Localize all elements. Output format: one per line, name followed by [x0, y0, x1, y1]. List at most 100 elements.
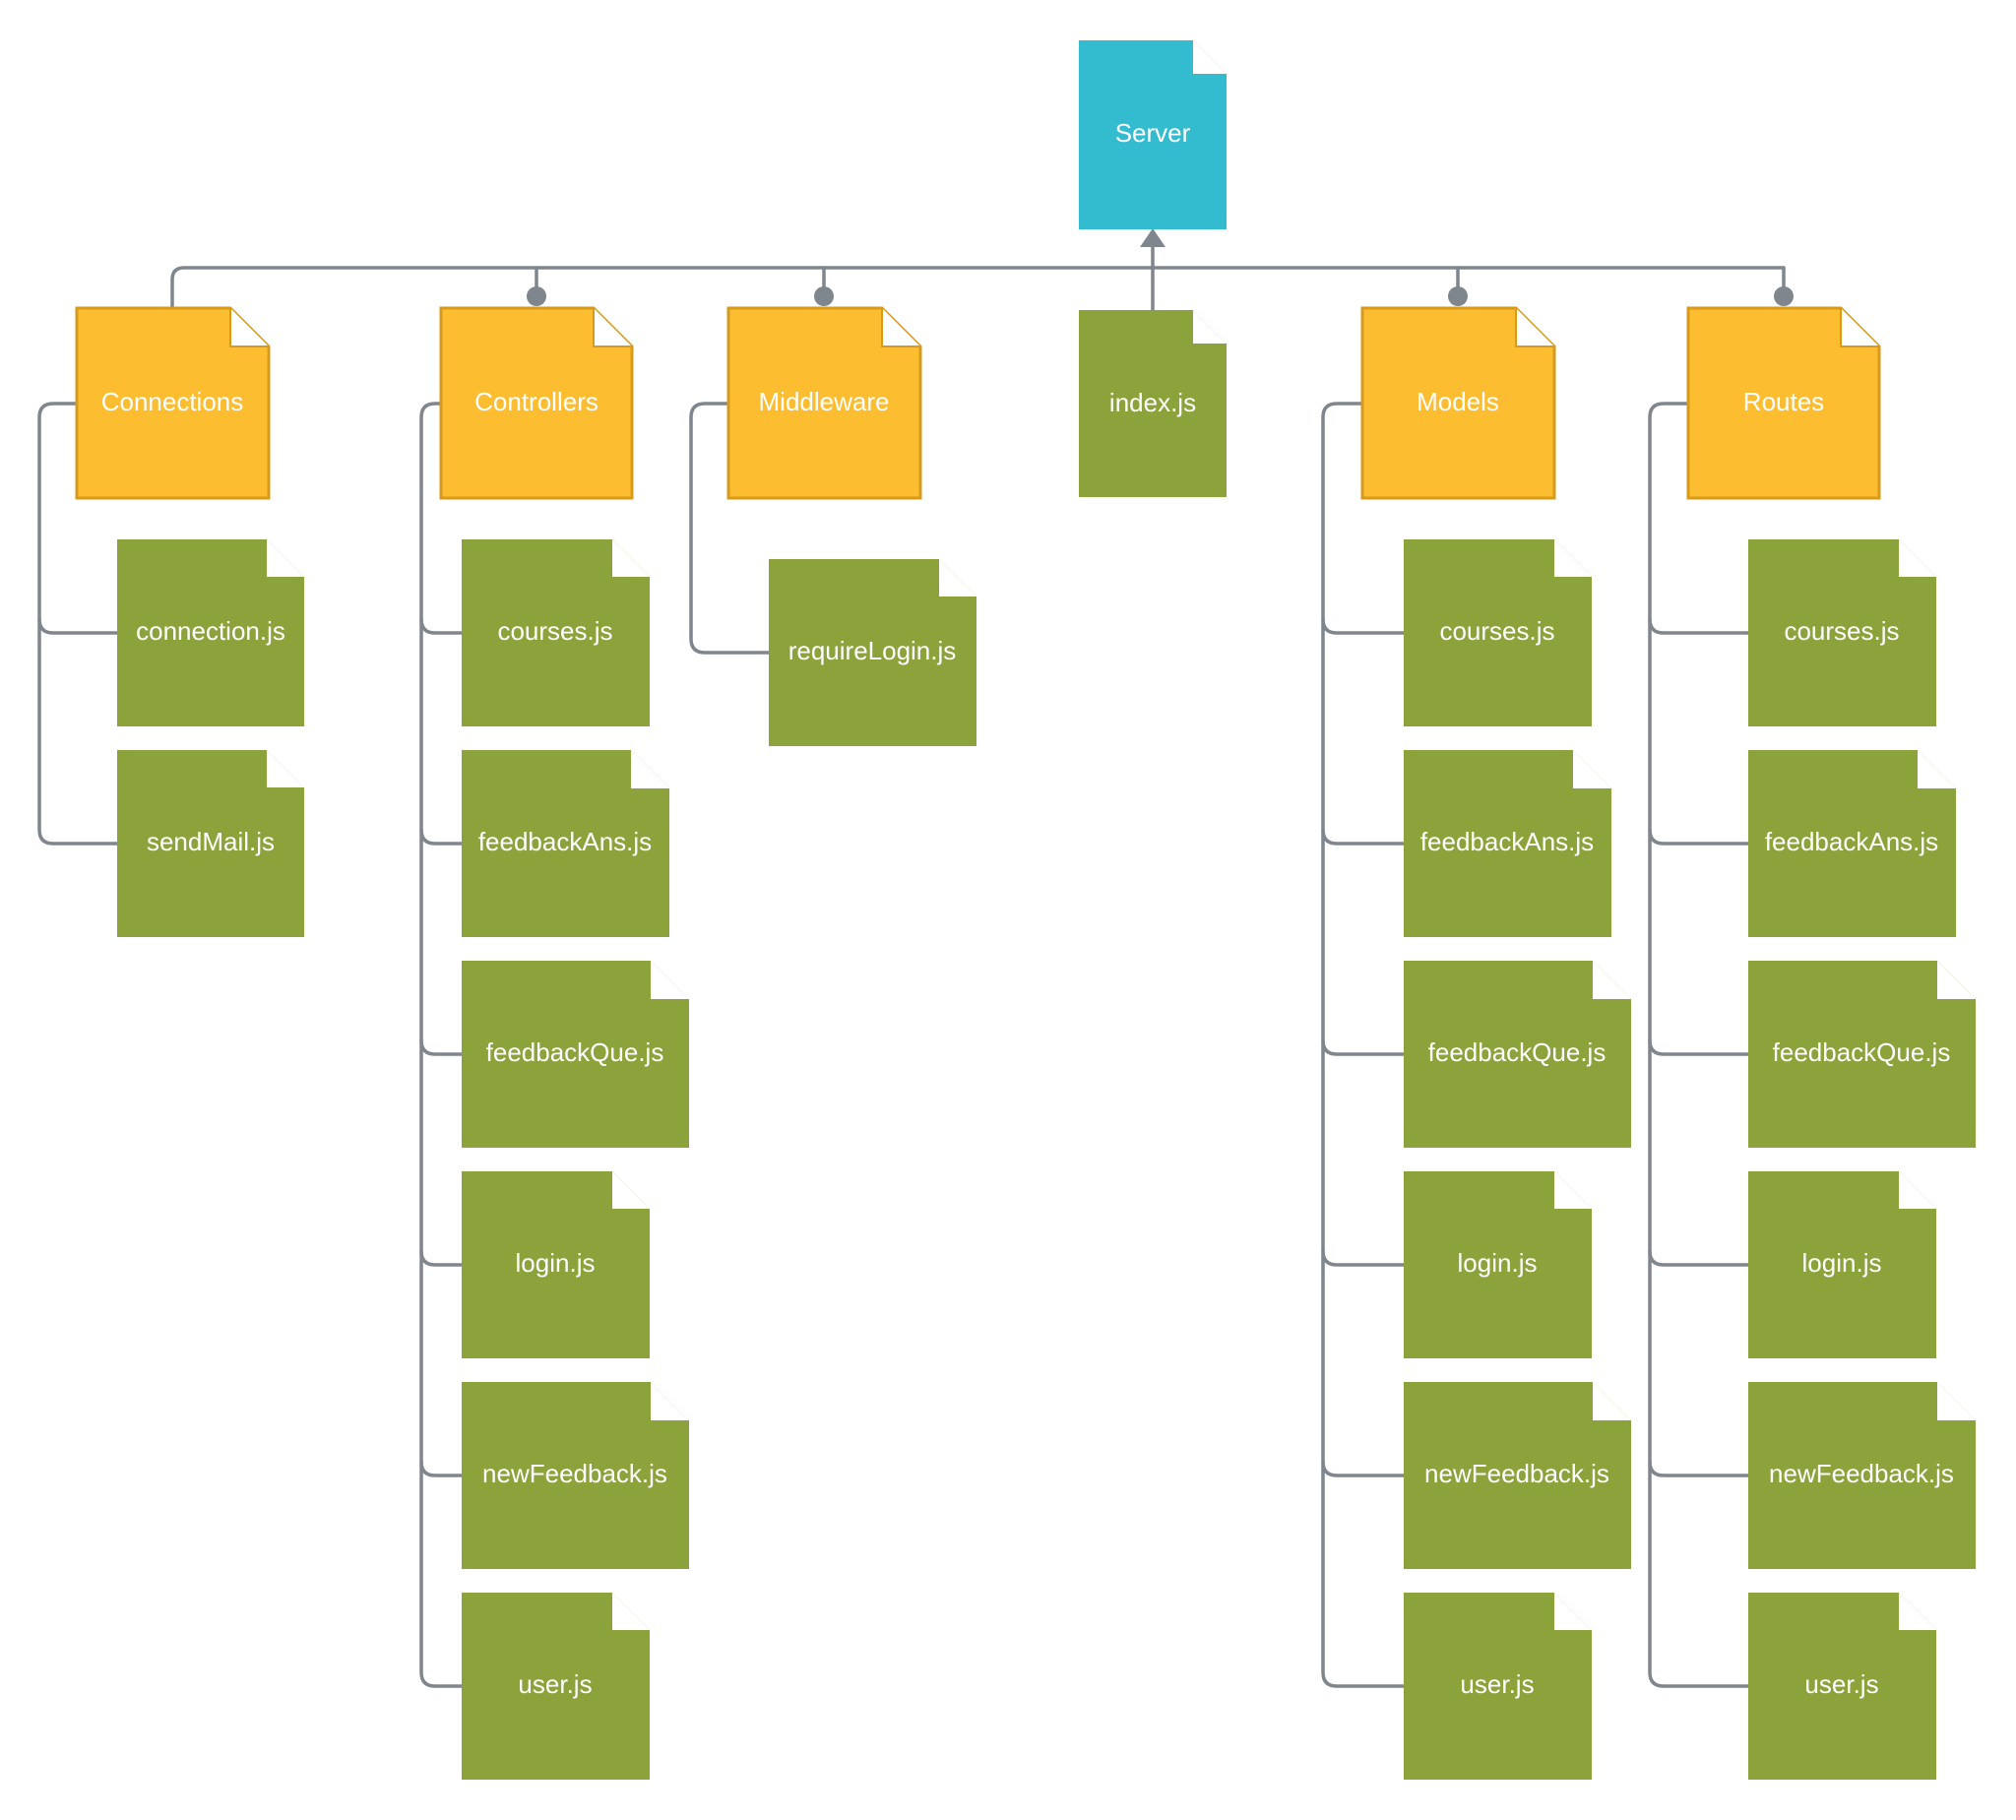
document-dogear-icon	[462, 539, 650, 726]
folder-column-controllers: Controllers courses.js feedbackAns.js fe…	[439, 306, 689, 1780]
connector-line	[1321, 1249, 1406, 1267]
file-label: newFeedback.js	[1769, 1459, 1954, 1488]
connector-line	[1648, 1038, 1750, 1056]
document-dogear-icon	[1404, 750, 1611, 937]
folder-node[interactable]: Models	[1360, 306, 1556, 500]
folder-column-middleware: Middleware requireLogin.js	[726, 306, 976, 746]
root-node-server[interactable]: Server	[1079, 40, 1227, 229]
document-dogear-icon	[1404, 539, 1592, 726]
file-label: feedbackQue.js	[1428, 1037, 1606, 1067]
file-label: feedbackAns.js	[1420, 827, 1594, 856]
file-node[interactable]: user.js	[1748, 1593, 1936, 1780]
document-dogear-icon	[462, 750, 669, 937]
document-dogear-icon	[462, 961, 689, 1148]
connector-dot	[1448, 286, 1468, 306]
file-node[interactable]: requireLogin.js	[769, 559, 976, 746]
file-node[interactable]: feedbackQue.js	[462, 961, 689, 1148]
document-dogear-icon	[1748, 539, 1936, 726]
folder-label: Connections	[101, 387, 244, 416]
file-label: courses.js	[1784, 616, 1899, 646]
connector-line	[1648, 617, 1750, 635]
file-node[interactable]: feedbackQue.js	[1404, 961, 1631, 1148]
file-node[interactable]: newFeedback.js	[1748, 1382, 1976, 1569]
file-node[interactable]: courses.js	[462, 539, 650, 726]
file-node[interactable]: sendMail.js	[117, 750, 304, 937]
connector-line	[1321, 828, 1406, 846]
folder-node[interactable]: Routes	[1686, 306, 1881, 500]
file-label: feedbackQue.js	[1773, 1037, 1951, 1067]
document-dogear-icon	[1686, 306, 1881, 500]
file-label: connection.js	[136, 616, 285, 646]
connector-line	[419, 617, 464, 635]
file-label: user.js	[1460, 1669, 1534, 1699]
folder-node[interactable]: Connections	[75, 306, 271, 500]
document-dogear-icon	[117, 750, 304, 937]
file-label: courses.js	[497, 616, 612, 646]
file-node[interactable]: newFeedback.js	[1404, 1382, 1631, 1569]
connector-line	[419, 828, 464, 846]
connector-line	[1321, 1460, 1406, 1477]
connector-line	[419, 1460, 464, 1477]
file-node[interactable]: login.js	[462, 1171, 650, 1358]
folder-label: Middleware	[759, 387, 890, 416]
connector-line	[419, 1038, 464, 1056]
document-dogear-icon	[1748, 750, 1956, 937]
connector-line	[1321, 617, 1406, 635]
file-label: feedbackAns.js	[1765, 827, 1938, 856]
file-node[interactable]: newFeedback.js	[462, 1382, 689, 1569]
document-dogear-icon	[1404, 1171, 1592, 1358]
file-node[interactable]: courses.js	[1404, 539, 1592, 726]
folder-label: Models	[1417, 387, 1499, 416]
file-label: user.js	[1804, 1669, 1878, 1699]
connector-dot	[527, 286, 546, 306]
connector-line	[37, 617, 119, 635]
file-node[interactable]: feedbackAns.js	[1748, 750, 1956, 937]
folder-node[interactable]: Middleware	[726, 306, 922, 500]
document-dogear-icon	[726, 306, 922, 500]
root-file-node[interactable]: index.js	[1079, 310, 1227, 497]
connector-line	[1321, 402, 1406, 1688]
connector-line	[419, 402, 464, 1688]
arrowhead-icon	[1140, 228, 1166, 247]
folder-label: Routes	[1743, 387, 1824, 416]
file-node[interactable]: login.js	[1748, 1171, 1936, 1358]
file-node[interactable]: user.js	[1404, 1593, 1592, 1780]
folder-column-routes: Routes courses.js feedbackAns.js feedbac…	[1686, 306, 1976, 1780]
file-node[interactable]: feedbackQue.js	[1748, 961, 1976, 1148]
document-dogear-icon	[1748, 1382, 1976, 1569]
file-label: requireLogin.js	[788, 636, 957, 665]
root-file-label: index.js	[1109, 388, 1196, 417]
connector-line	[689, 402, 771, 655]
file-node[interactable]: feedbackAns.js	[462, 750, 669, 937]
file-node[interactable]: feedbackAns.js	[1404, 750, 1611, 937]
file-label: feedbackQue.js	[486, 1037, 664, 1067]
file-node[interactable]: login.js	[1404, 1171, 1592, 1358]
root-label: Server	[1115, 118, 1191, 148]
document-dogear-icon	[1404, 1382, 1631, 1569]
document-dogear-icon	[1360, 306, 1556, 500]
file-label: user.js	[518, 1669, 592, 1699]
connector-line	[170, 266, 1786, 310]
file-node[interactable]: courses.js	[1748, 539, 1936, 726]
connector-line	[1648, 1460, 1750, 1477]
document-dogear-icon	[439, 306, 634, 500]
file-label: courses.js	[1439, 616, 1554, 646]
file-label: newFeedback.js	[1424, 1459, 1609, 1488]
document-dogear-icon	[1404, 1593, 1592, 1780]
document-dogear-icon	[1079, 40, 1227, 229]
connector-line	[1648, 1249, 1750, 1267]
document-dogear-icon	[462, 1593, 650, 1780]
document-dogear-icon	[117, 539, 304, 726]
document-dogear-icon	[1748, 1171, 1936, 1358]
document-dogear-icon	[1079, 310, 1227, 497]
connector-line	[419, 1249, 464, 1267]
file-label: login.js	[516, 1248, 596, 1278]
connector-line	[1321, 1038, 1406, 1056]
file-node[interactable]: connection.js	[117, 539, 304, 726]
file-node[interactable]: user.js	[462, 1593, 650, 1780]
file-label: login.js	[1802, 1248, 1882, 1278]
document-dogear-icon	[462, 1171, 650, 1358]
folder-node[interactable]: Controllers	[439, 306, 634, 500]
document-dogear-icon	[75, 306, 271, 500]
